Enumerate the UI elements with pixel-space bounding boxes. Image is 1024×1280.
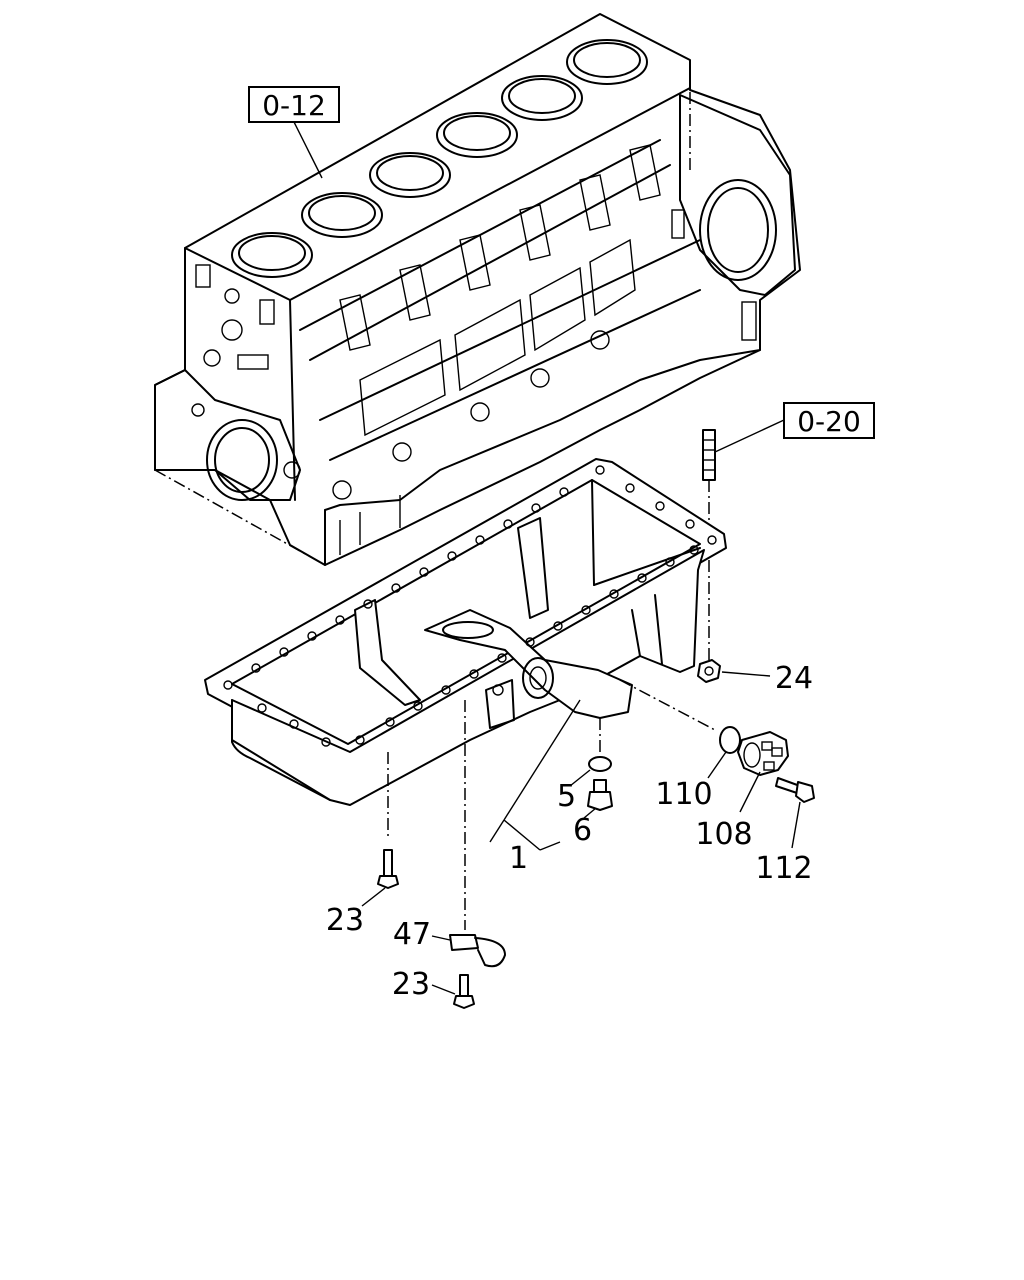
callout-24[interactable]: 24 (775, 661, 813, 696)
o-ring-110 (619, 679, 741, 779)
drain-plug-6 (583, 779, 613, 819)
washer-5 (569, 718, 612, 787)
engine-block (154, 13, 801, 566)
flange-bolt-holes (223, 465, 717, 747)
ref-label-stud: 0-20 (797, 405, 861, 438)
cylinder-bores (231, 39, 648, 278)
callout-23-left[interactable]: 23 (326, 903, 364, 938)
bolt-112 (775, 777, 815, 849)
oil-pan (204, 458, 727, 806)
ref-box-block[interactable]: 0-12 (248, 86, 340, 179)
callout-23-lower[interactable]: 23 (392, 967, 430, 1002)
clip-47 (431, 700, 506, 968)
callout-6[interactable]: 6 (573, 813, 592, 848)
stud (702, 429, 716, 530)
ref-box-stud[interactable]: 0-20 (714, 402, 875, 453)
callout-47[interactable]: 47 (393, 917, 431, 952)
callout-108[interactable]: 108 (695, 817, 752, 852)
nut-24 (697, 560, 771, 683)
cover-108 (737, 731, 789, 813)
callout-112[interactable]: 112 (755, 851, 812, 886)
callout-1[interactable]: 1 (509, 841, 528, 876)
ref-label-block: 0-12 (262, 89, 326, 122)
bolt-23-left (361, 752, 399, 907)
callout-110[interactable]: 110 (655, 777, 712, 812)
oil-pan-leader-1 (489, 699, 581, 851)
callout-5[interactable]: 5 (557, 779, 576, 814)
bolt-23-lower (431, 974, 475, 1009)
